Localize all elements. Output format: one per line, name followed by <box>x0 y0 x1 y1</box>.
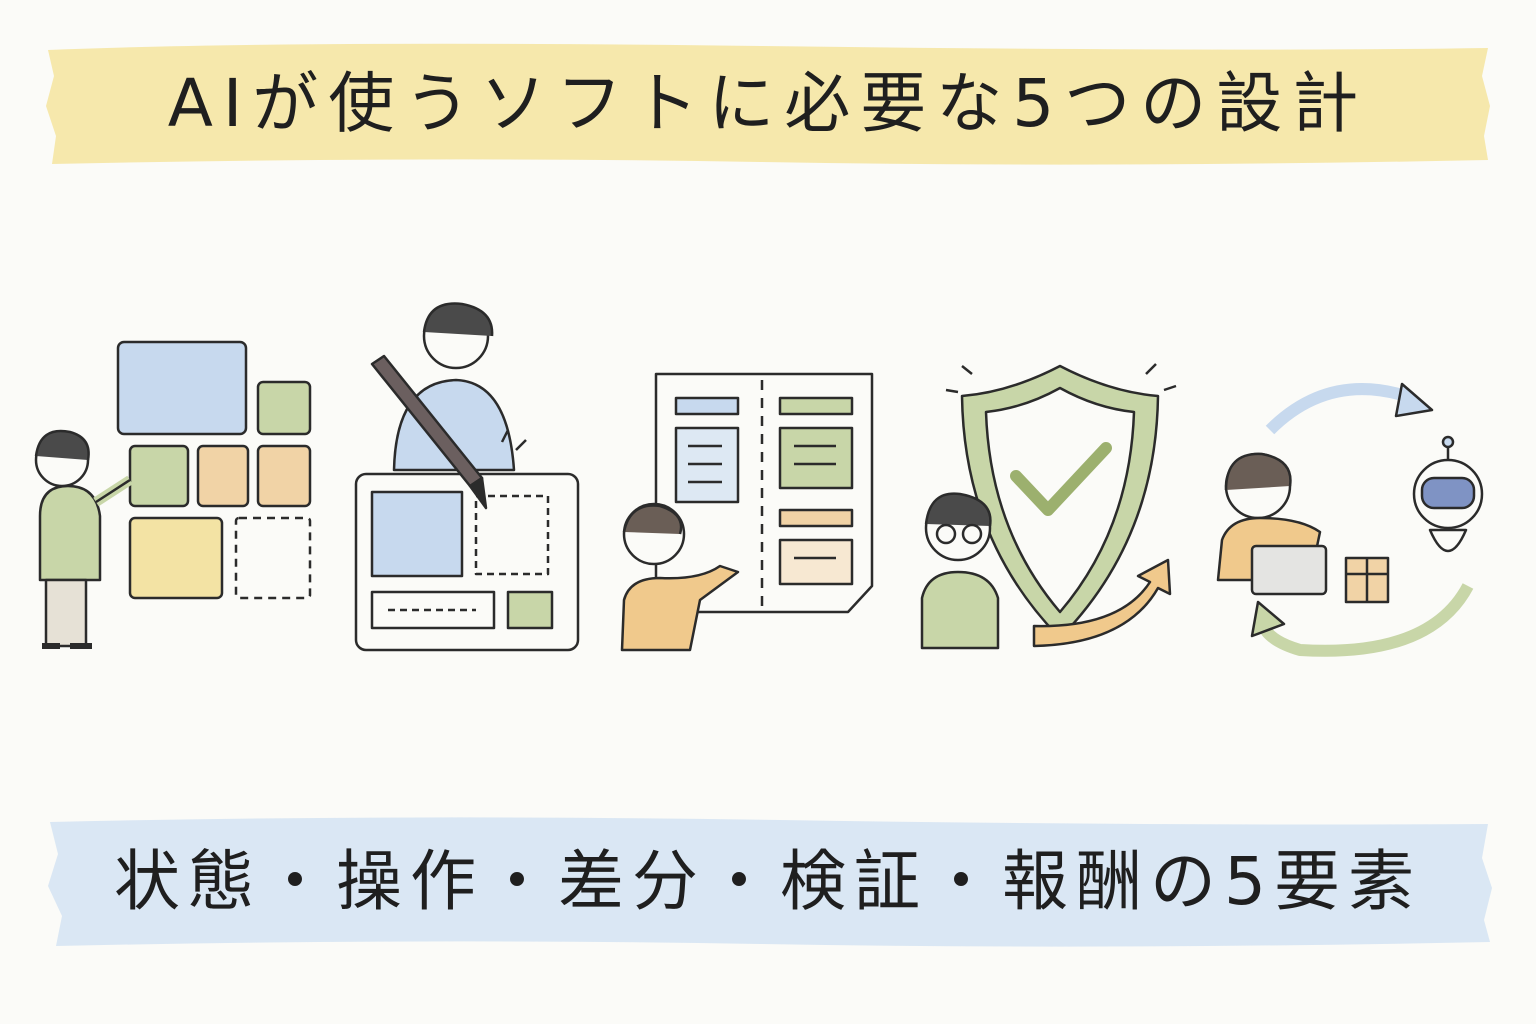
illustration-row <box>34 302 1484 657</box>
page-title: AIが使うソフトに必要な5つの設計 <box>167 65 1369 142</box>
reward-cycle-icon <box>1216 382 1484 657</box>
page-subtitle: 状態・操作・差分・検証・報酬の5要素 <box>114 843 1422 920</box>
pen-edit-icon <box>354 302 580 652</box>
subtitle-banner: 状態・操作・差分・検証・報酬の5要素 <box>0 812 1536 952</box>
subtitle-band-shape <box>48 817 1492 947</box>
title-band-shape <box>46 43 1490 165</box>
diff-document-icon <box>620 372 874 652</box>
verify-shield-icon <box>920 363 1177 650</box>
title-banner: AIが使うソフトに必要な5つの設計 <box>0 36 1536 172</box>
state-grid-icon <box>34 340 312 649</box>
